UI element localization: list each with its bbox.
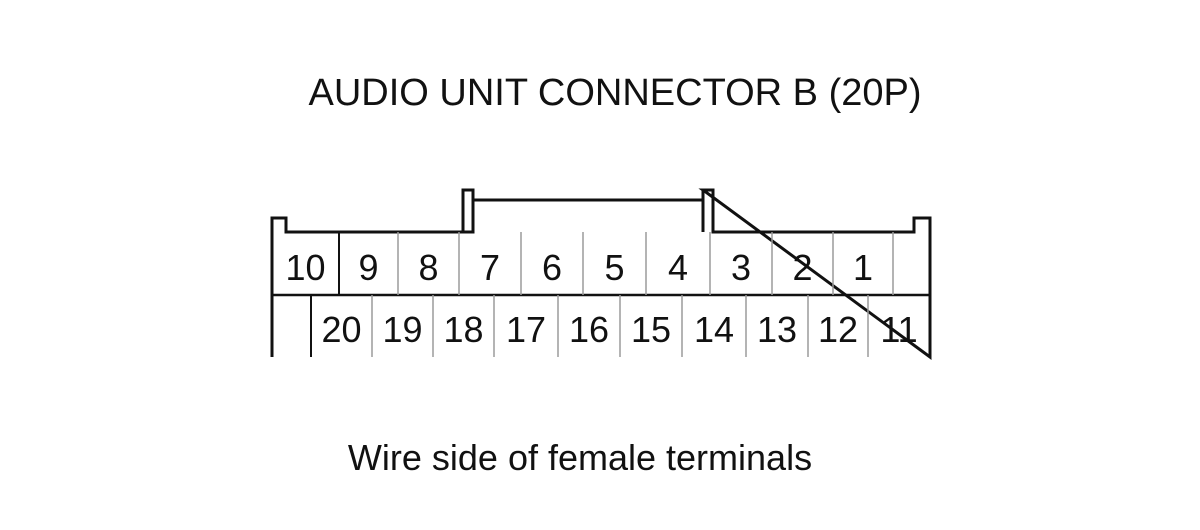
terminal-5-label: 5: [604, 247, 624, 288]
terminal-10-label: 10: [285, 247, 325, 288]
terminal-7-label: 7: [480, 247, 500, 288]
terminal-18-label: 18: [443, 309, 483, 350]
terminal-1-label: 1: [853, 247, 873, 288]
terminal-4-label: 4: [668, 247, 688, 288]
diagram-title: AUDIO UNIT CONNECTOR B (20P): [308, 72, 921, 114]
terminal-12-label: 12: [818, 309, 858, 350]
terminal-3-label: 3: [731, 247, 751, 288]
terminal-20-label: 20: [321, 309, 361, 350]
terminal-19-label: 19: [382, 309, 422, 350]
terminal-2-label: 2: [792, 247, 812, 288]
terminal-11-label: 11: [880, 309, 917, 350]
terminal-16-label: 16: [569, 309, 609, 350]
connector-latch: [471, 200, 705, 232]
terminal-6-label: 6: [542, 247, 562, 288]
terminal-13-label: 13: [757, 309, 797, 350]
terminal-17-label: 17: [506, 309, 546, 350]
terminal-8-label: 8: [418, 247, 438, 288]
terminal-9-label: 9: [358, 247, 378, 288]
terminal-14-label: 14: [694, 309, 734, 350]
terminal-15-label: 15: [631, 309, 671, 350]
diagram-caption: Wire side of female terminals: [348, 437, 812, 478]
